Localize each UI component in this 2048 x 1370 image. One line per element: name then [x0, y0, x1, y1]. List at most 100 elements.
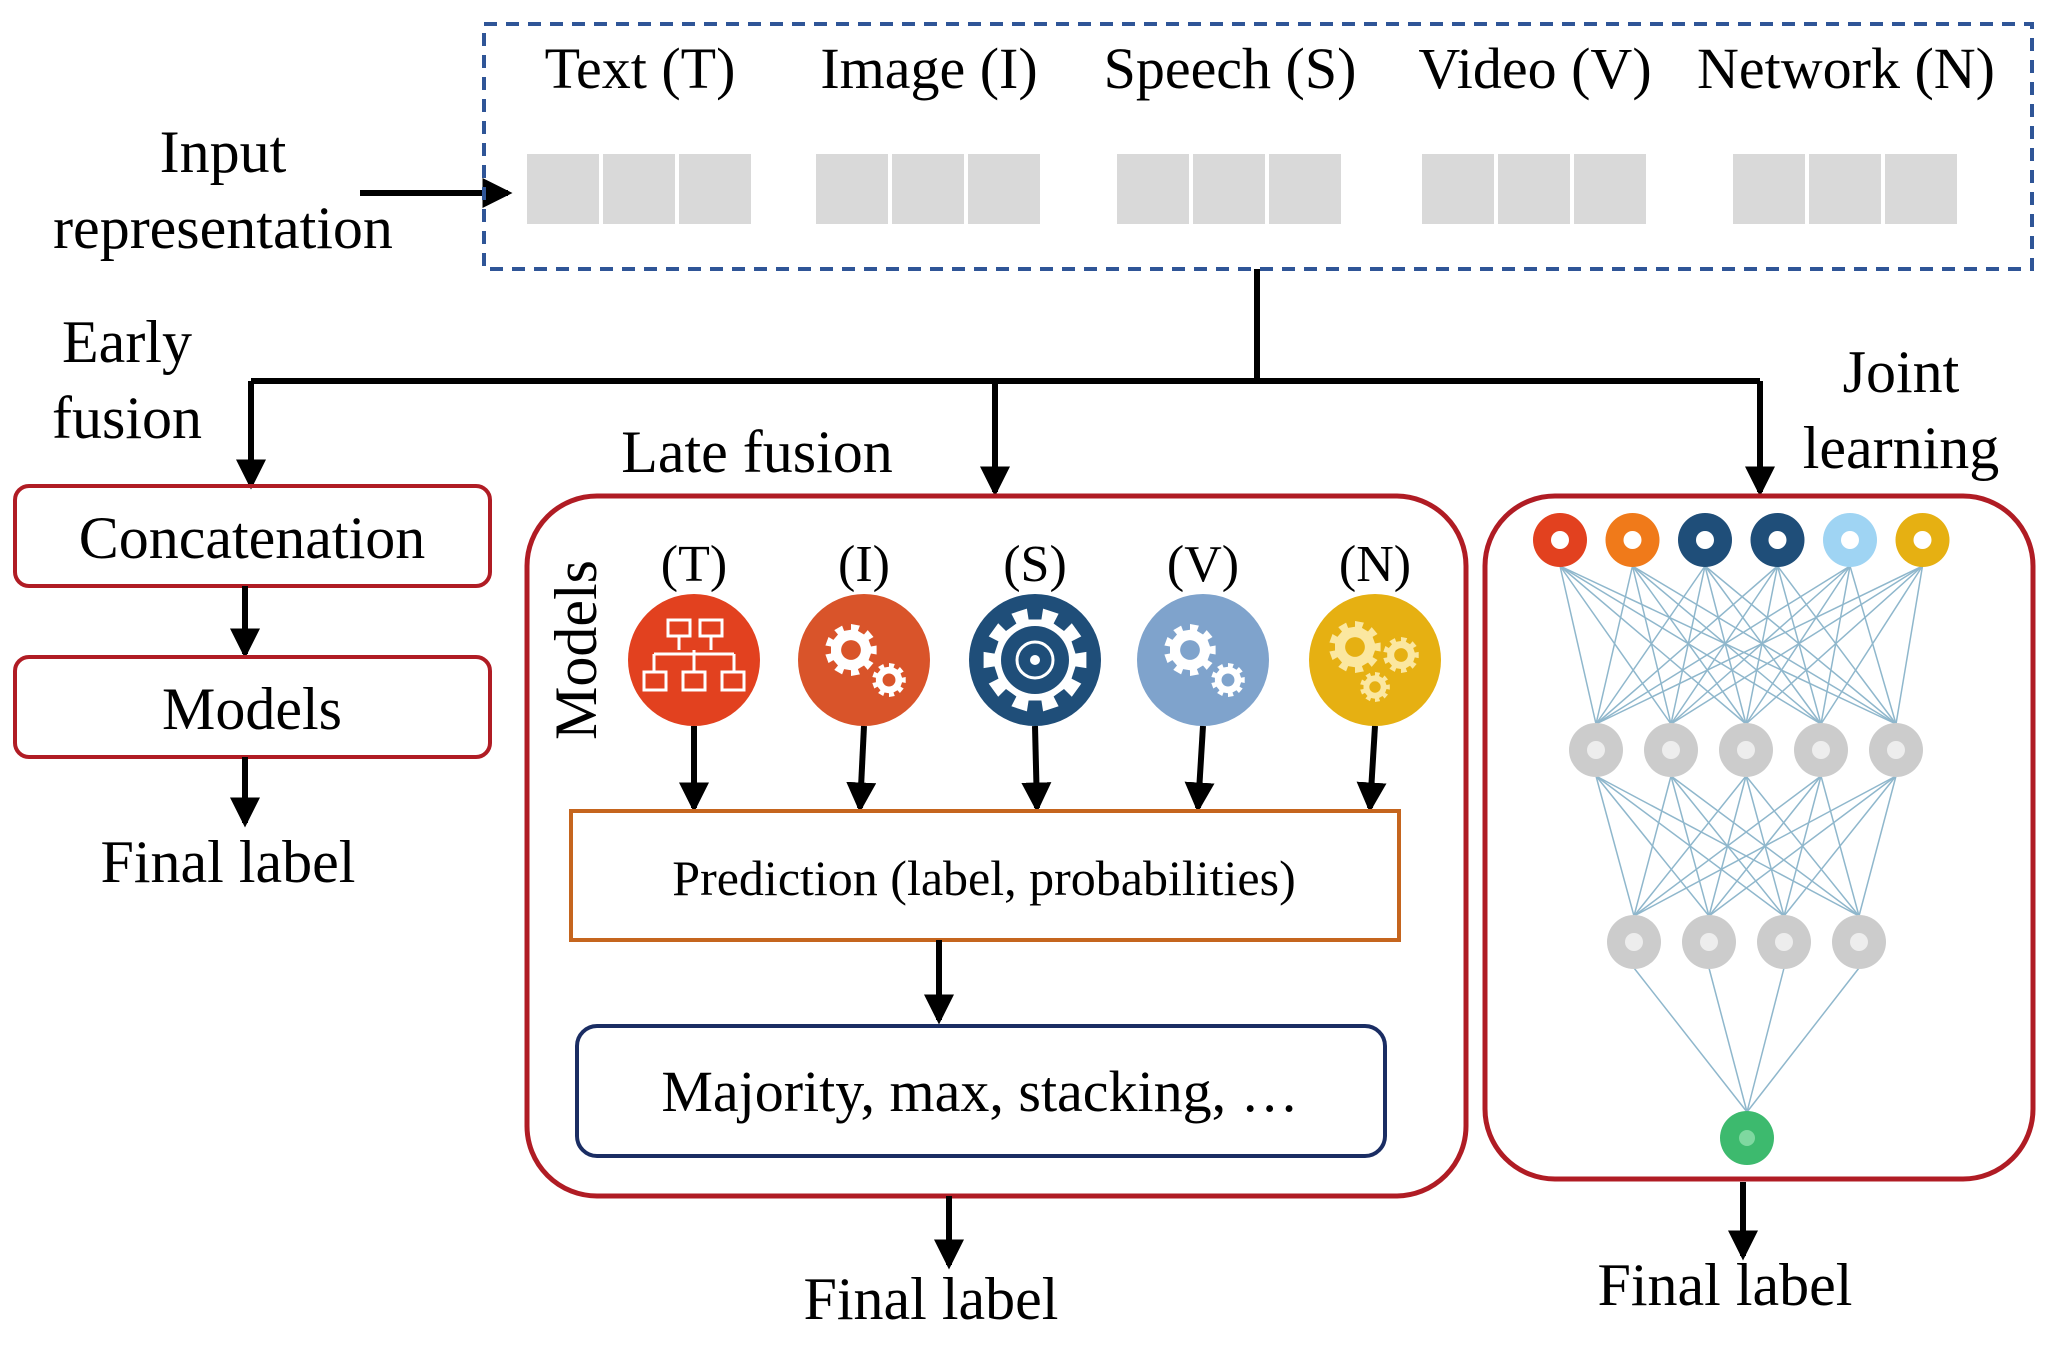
nn-input-node	[1823, 513, 1877, 567]
token-cell	[1422, 154, 1494, 224]
nn-hidden-node	[1757, 915, 1811, 969]
nn-edge	[1849, 565, 1897, 725]
nn-input-node	[1533, 513, 1587, 567]
nn-hidden-node	[1569, 723, 1623, 777]
modality-label: Network (N)	[1697, 36, 1995, 101]
nn-edge	[1670, 565, 1706, 725]
nn-edge	[1633, 775, 1822, 917]
late-model-code: (T)	[661, 536, 727, 593]
early-fusion-title-line1: Early	[62, 309, 192, 375]
token-cell	[527, 154, 599, 224]
nn-edges	[1559, 565, 1924, 1113]
early-fusion-title-line2: fusion	[52, 385, 202, 451]
late-model-code: (V)	[1167, 536, 1239, 593]
late-model-1: (I)	[798, 536, 930, 813]
nn-edge	[1631, 565, 1747, 725]
nn-hidden-node	[1682, 915, 1736, 969]
token-cell	[968, 154, 1040, 224]
nn-edge	[1631, 565, 1672, 725]
late-model-code: (S)	[1003, 536, 1067, 593]
nn-output-node	[1720, 1111, 1774, 1165]
prediction-label: Prediction (label, probabilities)	[672, 850, 1295, 906]
modality-0: Text (T)	[527, 36, 751, 224]
token-cell	[1885, 154, 1957, 224]
branch-connectors	[236, 269, 1775, 497]
nn-edge	[1776, 565, 1822, 725]
token-cell	[603, 154, 675, 224]
nn-hidden-node	[1607, 915, 1661, 969]
nn-edge	[1776, 565, 1897, 725]
nn-edge	[1559, 565, 1672, 725]
nn-edge	[1559, 565, 1747, 725]
token-cell	[1193, 154, 1265, 224]
input-label-line2: representation	[53, 195, 393, 261]
nn-edge	[1633, 967, 1748, 1113]
nn-hidden-node	[1869, 723, 1923, 777]
nn-input-node	[1605, 513, 1660, 567]
nn-edge	[1746, 967, 1860, 1113]
nn-hidden-node	[1832, 915, 1886, 969]
nn-edge	[1633, 775, 1897, 917]
late-model-0: (T)	[628, 536, 760, 813]
nn-edge	[1746, 967, 1785, 1113]
nn-edge	[1820, 565, 1851, 725]
gears-icon	[825, 624, 906, 697]
late-model-4: (N)	[1309, 536, 1441, 813]
token-cell	[816, 154, 888, 224]
late-final-label: Final label	[804, 1266, 1059, 1332]
model-to-prediction-arrow	[1356, 725, 1387, 813]
late-model-code: (N)	[1339, 536, 1411, 593]
early-models-box	[13, 655, 492, 759]
gears-icon	[1329, 621, 1419, 702]
nn-edge	[1595, 565, 1778, 725]
nn-input-node	[1895, 513, 1950, 567]
nn-edge	[1708, 967, 1748, 1113]
token-cell	[1809, 154, 1881, 224]
nn-edge	[1704, 565, 1897, 725]
modality-1: Image (I)	[816, 36, 1040, 224]
modality-3: Video (V)	[1418, 36, 1652, 224]
joint-learning-title-line1: Joint	[1843, 339, 1960, 405]
concatenation-label: Concatenation	[79, 505, 426, 571]
modality-tokens: Text (T)Image (I)Speech (S)Video (V)Netw…	[527, 36, 1995, 224]
nn-edge	[1595, 565, 1851, 725]
hierarchy-icon	[642, 618, 746, 692]
token-cell	[679, 154, 751, 224]
modality-label: Image (I)	[820, 36, 1037, 101]
aggregation-label: Majority, max, stacking, …	[661, 1059, 1298, 1124]
nn-input-node	[1750, 513, 1805, 567]
nn-edge	[1633, 775, 1672, 917]
nn-edge	[1708, 775, 1897, 917]
input-section: Input representation Text (T)Image (I)Sp…	[53, 22, 2034, 271]
token-cell	[1117, 154, 1189, 224]
late-model-3: (V)	[1137, 536, 1269, 813]
nn-edge	[1820, 565, 1924, 725]
late-model-code: (I)	[838, 536, 890, 593]
nn-edge	[1595, 565, 1923, 725]
nn-hidden-node	[1719, 723, 1773, 777]
joint-learning-section: Joint learning Final label	[1482, 339, 2036, 1318]
model-to-prediction-arrow	[1184, 725, 1215, 813]
nn-edge	[1858, 775, 1897, 917]
nn-edge	[1745, 565, 1924, 725]
gears-icon	[1164, 624, 1245, 697]
early-final-label: Final label	[101, 829, 356, 895]
token-cell	[1733, 154, 1805, 224]
late-models-vertical-label: Models	[543, 560, 609, 740]
late-models: (T) (I) (S) (V) (N)	[628, 536, 1441, 813]
late-model-2: (S)	[969, 536, 1101, 813]
nn-edge	[1632, 565, 1897, 725]
model-to-prediction-arrow	[846, 725, 877, 813]
modality-label: Video (V)	[1418, 36, 1651, 101]
nn-edge	[1559, 565, 1822, 725]
joint-final-label: Final label	[1598, 1252, 1853, 1318]
model-to-prediction-arrow	[1021, 725, 1052, 813]
nn-hidden-node	[1644, 723, 1698, 777]
joint-learning-title-line2: learning	[1803, 415, 2000, 481]
nn-edge	[1704, 565, 1747, 725]
late-fusion-title: Late fusion	[621, 419, 893, 485]
token-cell	[1574, 154, 1646, 224]
nn-edge	[1559, 565, 1597, 725]
token-cell	[892, 154, 964, 224]
nn-edge	[1633, 775, 1747, 917]
